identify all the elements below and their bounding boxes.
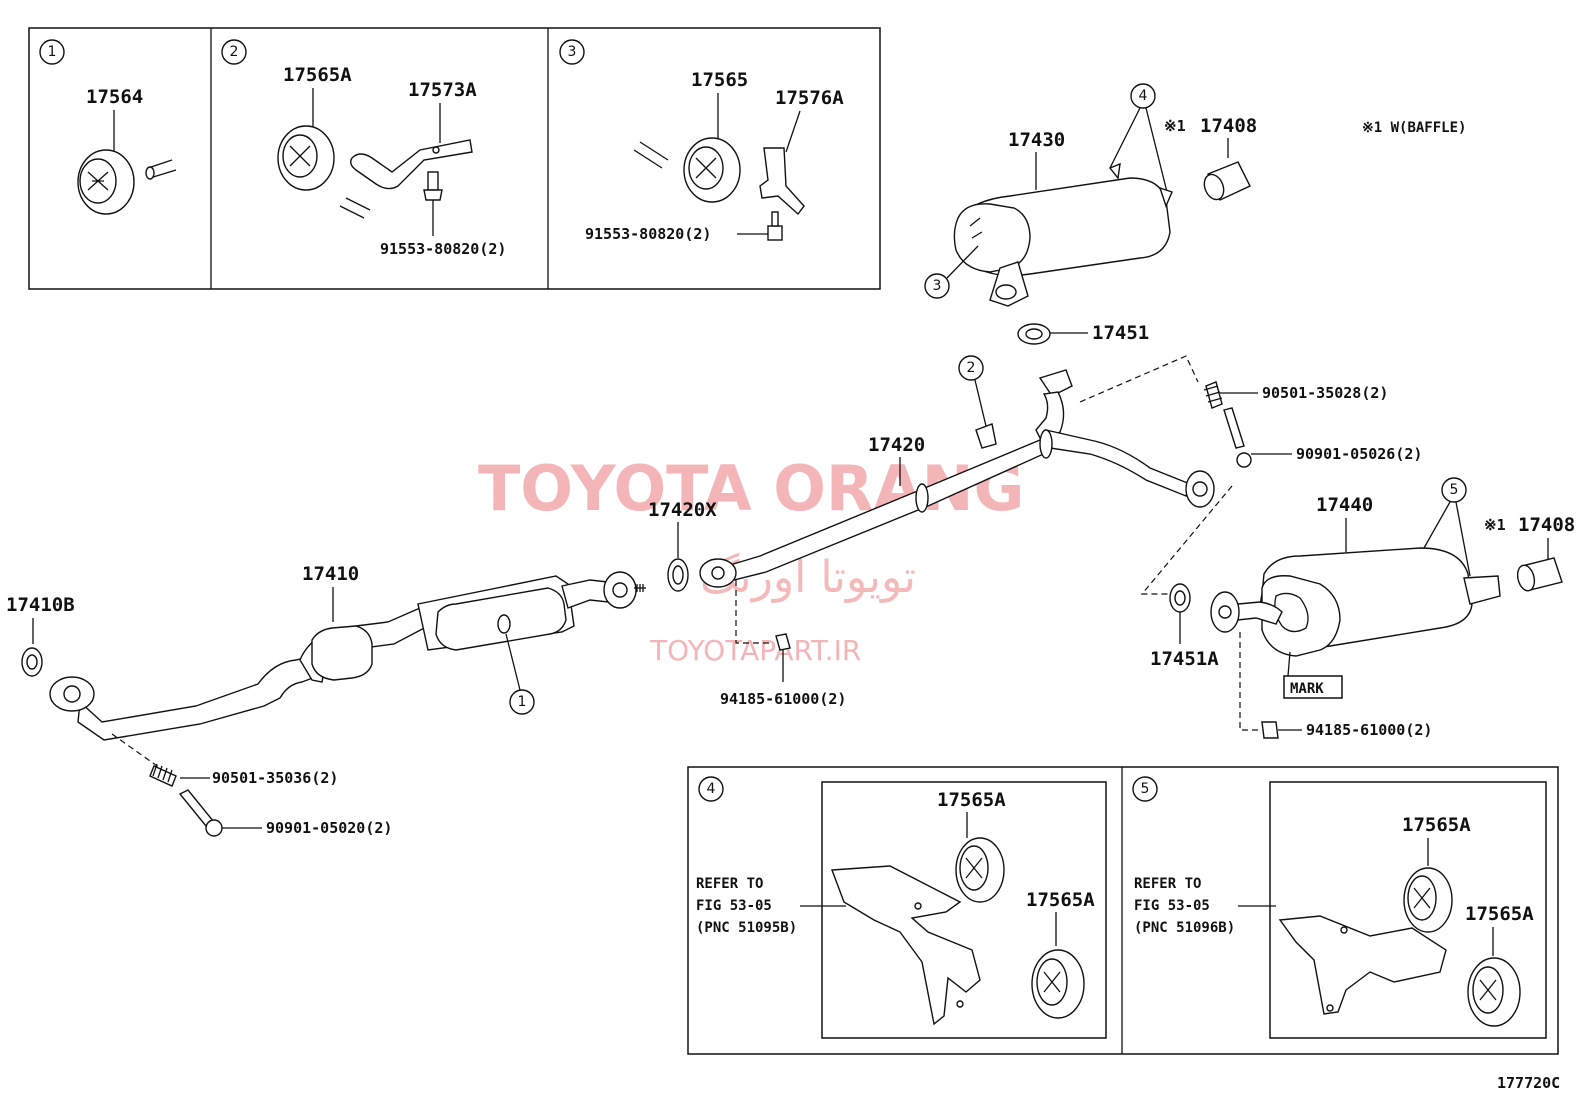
part-17565-label: 17565: [691, 69, 748, 91]
inset-4-refer-line2: FIG 53-05: [696, 898, 772, 914]
inset-panel-top: [28, 27, 881, 290]
callout-4: 4: [1139, 88, 1148, 104]
bracket-17573A-icon: [349, 139, 473, 190]
nut-94185-61000-label-a: 94185-61000(2): [720, 690, 846, 708]
part-17576A-label: 17576A: [775, 87, 844, 109]
callout-2-circle: [958, 355, 984, 381]
tail-pipe-17408-top: ※1 17408 ※1 W(BAFFLE): [1164, 115, 1466, 201]
inset-5-part-17565A-b: 17565A: [1465, 903, 1534, 925]
bolt-90901-05020-label: 90901-05020(2): [266, 819, 392, 837]
front-pipe-17410: 17410 1: [49, 563, 646, 741]
inset-3-number: 3: [568, 44, 577, 60]
part-17440-label: 17440: [1316, 494, 1373, 516]
rubber-hanger-4b-icon: [1031, 949, 1085, 1019]
inset-4: 4 REFER TO FIG 53-05 (PNC 51095B) 17565A…: [696, 776, 1095, 1026]
inset-5-part-17565A-a: 17565A: [1402, 814, 1471, 836]
inset-4-number: 4: [707, 781, 716, 797]
part-17410-label: 17410: [302, 563, 359, 585]
legend-baffle-note: ※1 W(BAFFLE): [1362, 120, 1466, 136]
rubber-hanger-17565A-icon: [277, 125, 335, 191]
inset-5-number: 5: [1141, 781, 1150, 797]
inset-4-refer-line3: (PNC 51095B): [696, 920, 797, 936]
bolt-91553-80820-label: 91553-80820(2): [380, 240, 506, 258]
bracket-17576A-icon: [759, 147, 805, 216]
gasket-17410B: 17410B: [6, 594, 75, 677]
inset-4-part-17565A-b: 17565A: [1026, 889, 1095, 911]
watermark-site: TOYOTAPART.IR: [649, 634, 861, 667]
mark-1-right: ※1: [1484, 516, 1506, 534]
inset-5-number-circle: [1132, 776, 1158, 802]
inset-5-refer-line2: FIG 53-05: [1134, 898, 1210, 914]
part-17430-label: 17430: [1008, 129, 1065, 151]
bolts-right: 90501-35028(2) 90901-05026(2): [1203, 381, 1422, 468]
body-bracket-51096B-icon: [1278, 915, 1447, 1015]
callout-5: 5: [1450, 482, 1459, 498]
diagram-id: 177720C: [1497, 1074, 1560, 1092]
callout-3: 3: [933, 278, 942, 294]
inset-3: 3 17565 17576A 91553-80820(2): [559, 39, 844, 243]
part-17420-label: 17420: [868, 434, 925, 456]
inset-panel-bottom: [687, 766, 1559, 1055]
part-17564-label: 17564: [86, 86, 143, 108]
nut-94185-61000-label-b: 94185-61000(2): [1306, 721, 1432, 739]
inset-5: 5 REFER TO FIG 53-05 (PNC 51096B) 17565A…: [1132, 776, 1534, 1027]
part-17408-label-right: 17408: [1518, 514, 1575, 536]
rubber-hanger-5b-icon: [1467, 957, 1521, 1027]
inset-1-number: 1: [48, 44, 57, 60]
bolt-90901-05026-label: 90901-05026(2): [1296, 445, 1422, 463]
pin-17564-icon: [145, 159, 177, 180]
inset-1: 1 17564: [39, 39, 177, 215]
callout-1-circle: [509, 689, 535, 715]
callout-2: 2: [967, 360, 976, 376]
gasket-17451A: 17451A: [1150, 583, 1219, 670]
part-17410B-label: 17410B: [6, 594, 75, 616]
callout-3-circle: [924, 273, 950, 299]
bolt-90501-35036-label: 90501-35036(2): [212, 769, 338, 787]
rubber-hanger-5a-icon: [1403, 867, 1453, 933]
inset-4-part-17565A-a: 17565A: [937, 789, 1006, 811]
bolt-91553-b-icon: [767, 211, 783, 241]
inset-3-number-circle: [559, 39, 585, 65]
part-17451A-label: 17451A: [1150, 648, 1219, 670]
part-17420X-label: 17420X: [648, 499, 717, 521]
callout-1: 1: [518, 694, 527, 710]
inset-2-number-circle: [221, 39, 247, 65]
part-17451-label: 17451: [1092, 322, 1149, 344]
gasket-17451: 17451: [1017, 322, 1149, 345]
inset-2-number: 2: [230, 44, 239, 60]
mark-1-top: ※1: [1164, 117, 1186, 135]
callout-5-circle: [1441, 477, 1467, 503]
gasket-17420X: 17420X 94185-61000(2): [648, 499, 846, 708]
rubber-hanger-4a-icon: [955, 837, 1005, 903]
inset-2: 2 17565A 17573A 91553-80820(2): [221, 39, 506, 258]
bolts-left: 90501-35036(2) 90901-05020(2): [111, 733, 392, 837]
center-pipe-17420: 17420 2: [699, 355, 1233, 595]
bolt-91553-80820-label-b: 91553-80820(2): [585, 225, 711, 243]
inset-4-refer-line1: REFER TO: [696, 876, 763, 892]
bolt-90501-35028-label: 90501-35028(2): [1262, 384, 1388, 402]
part-17573A-label: 17573A: [408, 79, 477, 101]
mark-label: MARK: [1290, 681, 1324, 697]
inset-1-number-circle: [39, 39, 65, 65]
pin-17565A-icon: [339, 197, 371, 219]
pin-17565-icon: [633, 141, 669, 169]
inset-4-number-circle: [698, 776, 724, 802]
tail-pipe-17408-right: ※1 17408: [1484, 514, 1575, 592]
main-muffler-17440: 17440 5 MARK 94185-61000(2): [1210, 477, 1501, 739]
rubber-hanger-17564-icon: [77, 149, 135, 215]
part-17565A-label: 17565A: [283, 64, 352, 86]
rubber-hanger-17565-icon: [683, 137, 741, 203]
callout-4-circle: [1130, 83, 1156, 109]
part-17408-label-top: 17408: [1200, 115, 1257, 137]
main-muffler-17430: 17430 3 4: [924, 83, 1173, 307]
body-bracket-51095B-icon: [831, 865, 981, 1026]
bolt-91553-icon: [423, 171, 443, 201]
inset-5-refer-line1: REFER TO: [1134, 876, 1201, 892]
inset-5-refer-line3: (PNC 51096B): [1134, 920, 1235, 936]
